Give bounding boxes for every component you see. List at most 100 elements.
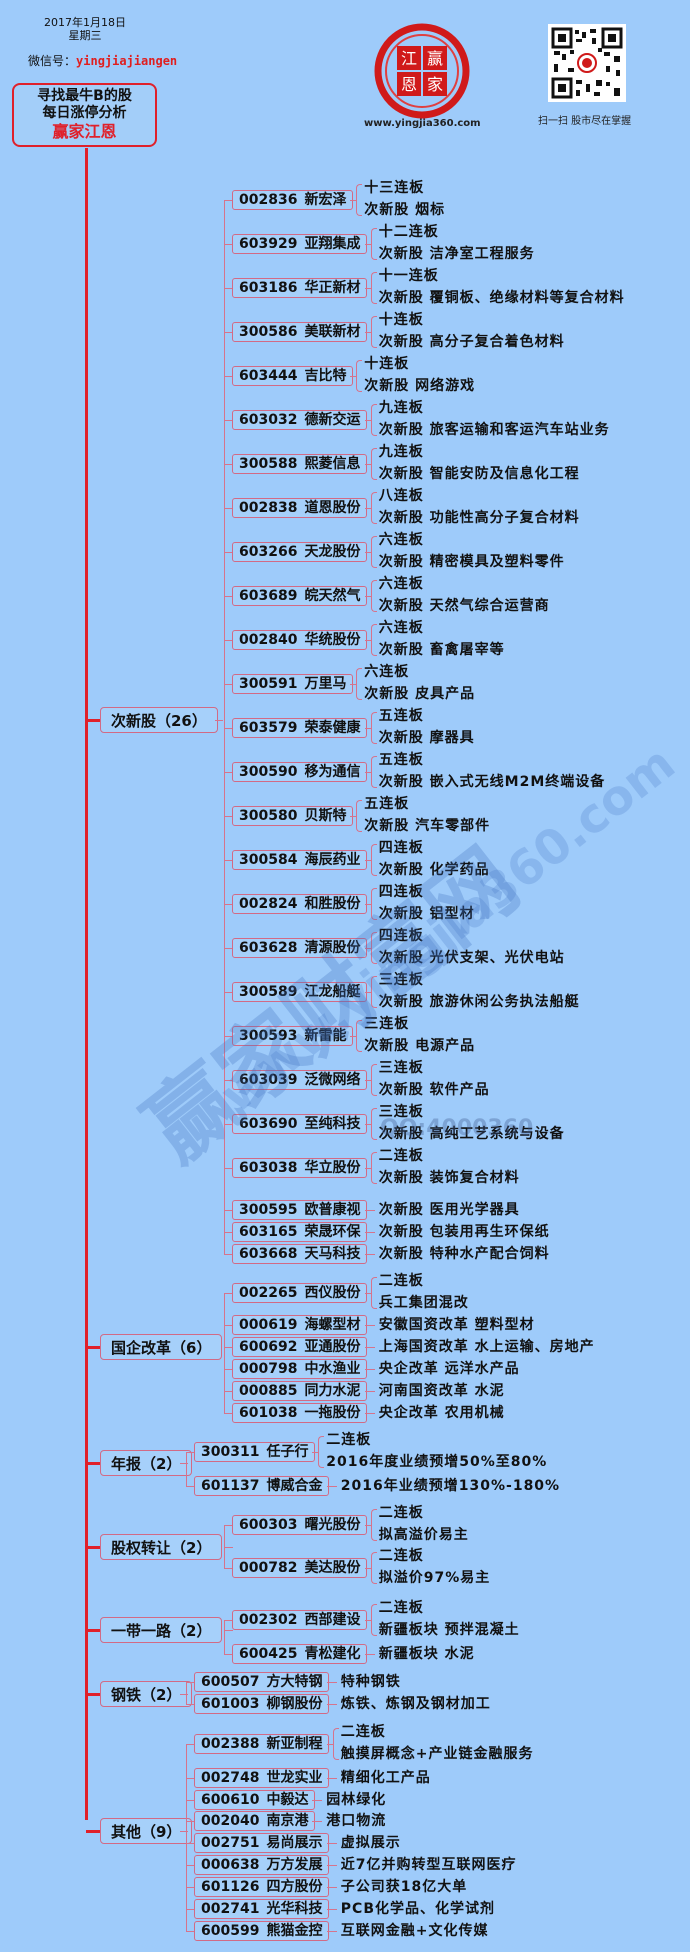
category-node[interactable]: 一带一路（2） (100, 1617, 223, 1643)
desc-bracket (370, 448, 377, 480)
limit-up-streak-label: 九连板 (378, 444, 424, 460)
stock-description: 2016年业绩预增130%-180% (340, 1478, 561, 1494)
desc-bracket (370, 624, 377, 656)
stock-branch-line (224, 1168, 232, 1169)
category-node[interactable]: 国企改革（6） (100, 1334, 223, 1360)
stock-description: 央企改革 远洋水产品 (378, 1361, 520, 1377)
category-node[interactable]: 次新股（26） (100, 707, 218, 733)
category-branch-line (86, 1346, 100, 1349)
stock-branch-line (224, 772, 232, 773)
stock-description: 新疆板块 水泥 (378, 1646, 475, 1662)
stock-name: 清源股份 (304, 940, 361, 956)
svg-text:家: 家 (427, 75, 443, 94)
stock-branch-line (224, 1124, 232, 1125)
stock-name: 德新交运 (304, 412, 361, 428)
category-node[interactable]: 钢铁（2） (100, 1681, 193, 1707)
root-brand: 赢家江恩 (52, 122, 117, 141)
desc-bracket (356, 1020, 363, 1052)
desc-bracket (370, 1552, 377, 1584)
stock-description: 河南国资改革 水泥 (378, 1383, 505, 1399)
stock-branch-line (186, 1865, 194, 1866)
stock-branch-line (186, 1800, 194, 1801)
limit-up-streak-label: 二连板 (378, 1148, 424, 1164)
stock-name: 西部建设 (304, 1612, 361, 1628)
stock-branch-line (224, 376, 232, 377)
category-connector (225, 1630, 233, 1631)
stock-description: 次新股 畜禽屠宰等 (378, 642, 505, 658)
stock-branch-line (186, 1778, 194, 1779)
limit-up-streak-label: 十连板 (364, 356, 410, 372)
stock-branch-line (224, 640, 232, 641)
category-node[interactable]: 年报（2） (100, 1450, 193, 1476)
stock-name: 光华科技 (266, 1901, 323, 1917)
stock-branch-line (224, 508, 232, 509)
stock-name: 中水渔业 (304, 1361, 361, 1377)
stock-name: 新亚制程 (266, 1736, 323, 1752)
stock-code: 300311 (201, 1444, 260, 1460)
stock-description: 港口物流 (326, 1813, 387, 1829)
desc-bracket (370, 844, 377, 876)
stock-name: 华立股份 (304, 1160, 361, 1176)
limit-up-streak-label: 三连板 (378, 1060, 424, 1076)
stock-code: 300589 (239, 984, 298, 1000)
category-node[interactable]: 股权转让（2） (100, 1534, 223, 1560)
stock-description: 次新股 旅游休闲公务执法船艇 (378, 994, 580, 1010)
desc-connector (364, 1080, 371, 1081)
stock-branch-line (224, 684, 232, 685)
stock-name: 柳钢股份 (266, 1696, 323, 1712)
watermark-url: www.yingjia360.com (210, 735, 686, 1125)
stock-branch-line (224, 332, 232, 333)
category-node[interactable]: 其他（9） (100, 1818, 193, 1844)
qr-code-icon[interactable] (548, 24, 626, 102)
